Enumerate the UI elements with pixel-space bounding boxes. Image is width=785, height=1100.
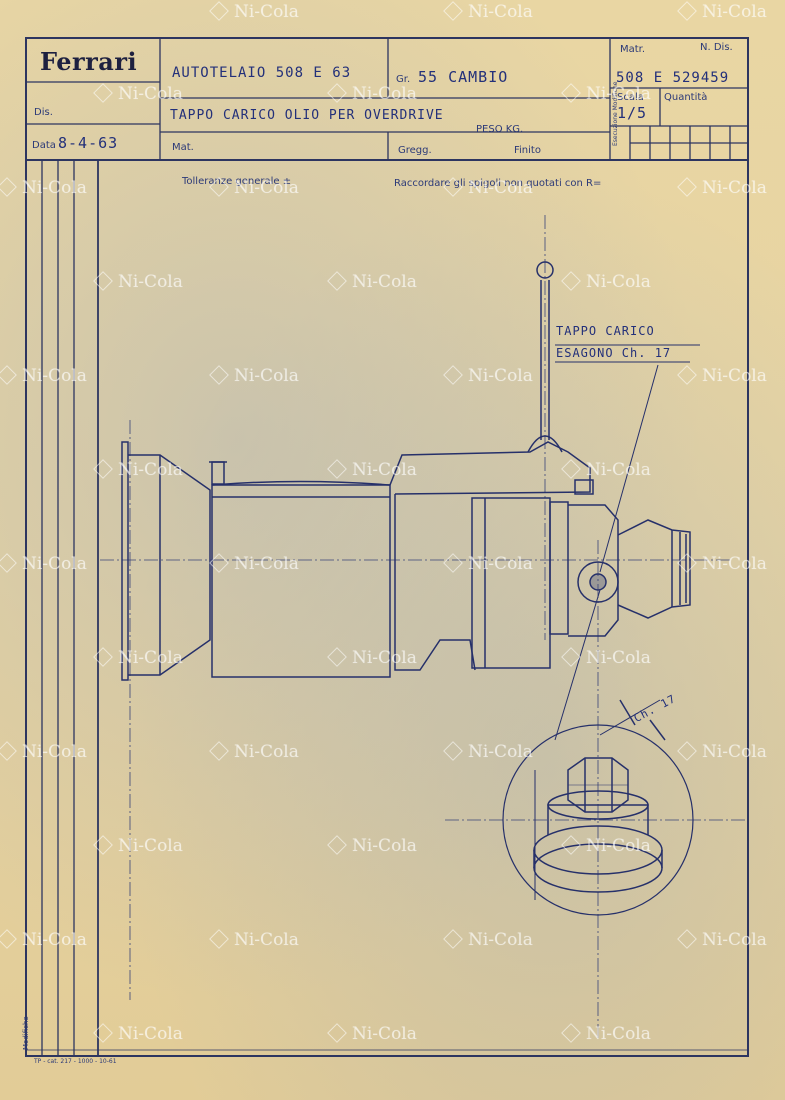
watermark: Ni-Cola xyxy=(212,178,299,198)
watermark: Ni-Cola xyxy=(212,742,299,762)
watermark: Ni-Cola xyxy=(96,836,183,856)
watermark: Ni-Cola xyxy=(680,366,767,386)
watermark: Ni-Cola xyxy=(680,554,767,574)
ferrari-logo: Ferrari xyxy=(40,47,138,76)
watermark: Ni-Cola xyxy=(564,272,651,292)
drawing-number-label: N. Dis. xyxy=(700,42,733,53)
watermark: Ni-Cola xyxy=(680,930,767,950)
watermark: Ni-Cola xyxy=(564,1024,651,1044)
finished-weight-label: Finito xyxy=(514,145,541,156)
watermark: Ni-Cola xyxy=(0,930,87,950)
watermark: Ni-Cola xyxy=(330,84,417,104)
watermark: Ni-Cola xyxy=(446,366,533,386)
material-label: Mat. xyxy=(172,142,194,153)
watermark: Ni-Cola xyxy=(96,460,183,480)
date-value: 8-4-63 xyxy=(58,134,119,152)
watermark: Ni-Cola xyxy=(564,836,651,856)
quantity-label: Quantità xyxy=(664,92,708,103)
callout-line1: TAPPO CARICO xyxy=(556,324,655,338)
rough-weight-label: Gregg. xyxy=(398,145,432,156)
revisions-column-label: Modifiche xyxy=(22,1016,30,1050)
watermark: Ni-Cola xyxy=(680,742,767,762)
watermark: Ni-Cola xyxy=(446,554,533,574)
watermark: Ni-Cola xyxy=(212,930,299,950)
callout-line2: ESAGONO Ch. 17 xyxy=(556,346,672,360)
watermark: Ni-Cola xyxy=(446,2,533,22)
watermark: Ni-Cola xyxy=(96,1024,183,1044)
watermark: Ni-Cola xyxy=(446,930,533,950)
watermark: Ni-Cola xyxy=(212,554,299,574)
watermark: Ni-Cola xyxy=(446,178,533,198)
watermark: Ni-Cola xyxy=(330,648,417,668)
weight-label: PESO KG. xyxy=(476,124,524,135)
watermark: Ni-Cola xyxy=(330,836,417,856)
matr-label: Matr. xyxy=(620,44,646,55)
group-label: Gr. xyxy=(396,74,411,85)
watermark: Ni-Cola xyxy=(446,742,533,762)
watermark: Ni-Cola xyxy=(212,2,299,22)
watermark: Ni-Cola xyxy=(330,1024,417,1044)
watermark: Ni-Cola xyxy=(96,84,183,104)
watermark: Ni-Cola xyxy=(0,178,87,198)
drawing-number-value: 508 E 529459 xyxy=(616,70,730,86)
watermark: Ni-Cola xyxy=(680,2,767,22)
watermark: Ni-Cola xyxy=(0,554,87,574)
form-code: TP - cat. 217 - 1000 - 10-61 xyxy=(34,1058,117,1065)
watermark: Ni-Cola xyxy=(96,272,183,292)
model-field: AUTOTELAIO 508 E 63 xyxy=(172,65,352,81)
watermark: Ni-Cola xyxy=(212,366,299,386)
watermark: Ni-Cola xyxy=(564,84,651,104)
scale-value: 1/5 xyxy=(617,104,648,122)
watermark: Ni-Cola xyxy=(564,648,651,668)
watermark: Ni-Cola xyxy=(96,648,183,668)
watermark: Ni-Cola xyxy=(0,366,87,386)
watermark: Ni-Cola xyxy=(330,272,417,292)
watermark: Ni-Cola xyxy=(0,742,87,762)
watermark: Ni-Cola xyxy=(564,460,651,480)
description-field: TAPPO CARICO OLIO PER OVERDRIVE xyxy=(170,108,444,123)
group-value: 55 CAMBIO xyxy=(418,68,509,86)
watermark: Ni-Cola xyxy=(680,178,767,198)
designer-label: Dis. xyxy=(34,107,53,118)
watermark: Ni-Cola xyxy=(330,460,417,480)
date-label: Data xyxy=(32,140,56,151)
